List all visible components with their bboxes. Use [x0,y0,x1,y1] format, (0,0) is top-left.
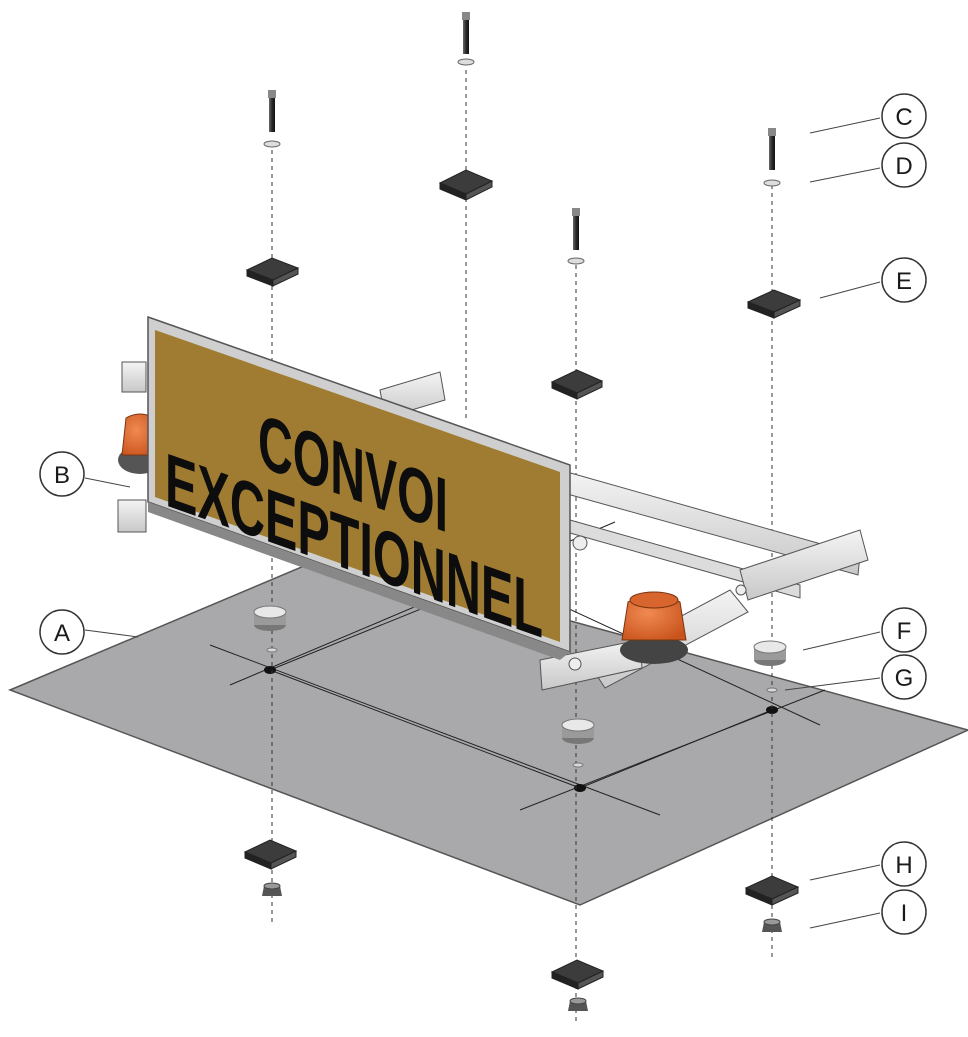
callouts [84,117,881,929]
beacon-right [620,591,688,664]
washers-g [266,647,778,768]
callout-B: B [39,451,85,497]
frame-left-bracket [117,499,147,533]
callout-H: H [881,841,927,887]
bolt-4 [763,128,781,187]
callout-label-D: D [895,153,912,180]
base-plate [7,554,968,906]
sign-bottom-edge [148,502,570,660]
callout-label-I: I [901,900,908,927]
frame-left-bracket-top [121,361,147,393]
bolt-1 [263,90,281,148]
callout-label-F: F [897,618,912,645]
nuts [262,882,782,1011]
callout-A: A [39,609,85,655]
bolt-2 [457,12,475,66]
lower-clamp-plates [243,839,800,990]
callout-I: I [881,889,927,935]
callout-E: E [881,257,927,303]
callout-label-G: G [895,665,914,692]
sign-face [155,330,560,642]
callout-F: F [881,607,927,653]
callout-D: D [881,142,927,188]
magnet-pads [253,605,787,744]
callout-label-E: E [896,268,912,295]
callout-G: G [881,654,927,700]
bolt-3 [567,208,585,265]
callout-label-A: A [54,620,70,647]
callout-label-C: C [895,104,912,131]
callout-C: C [881,93,927,139]
callout-label-B: B [54,462,70,489]
callout-label-H: H [895,852,912,879]
plate-holes [264,666,778,792]
frame-front-bar [539,639,643,691]
upper-clamp-plates [245,169,802,400]
